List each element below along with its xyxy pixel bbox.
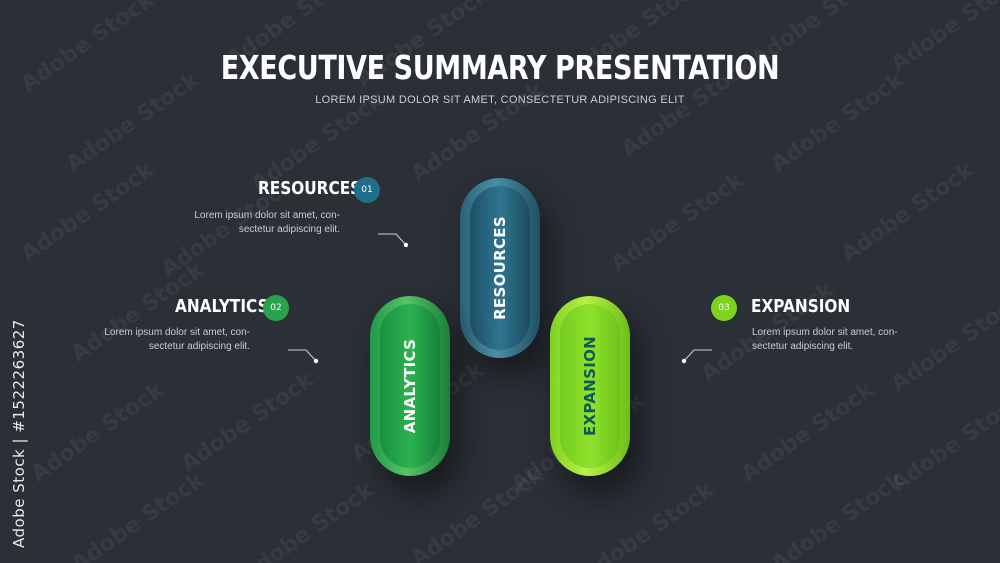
analytics-connector	[288, 349, 319, 364]
expansion-pill: EXPANSION	[550, 296, 630, 476]
resources-description: Lorem ipsum dolor sit amet, con- sectetu…	[140, 209, 340, 237]
resources-title: RESOURCES	[258, 178, 362, 199]
expansion-pill-label: EXPANSION	[581, 336, 600, 436]
analytics-pill: ANALYTICS	[370, 296, 450, 476]
expansion-title: EXPANSION	[751, 296, 851, 317]
watermark-text: Adobe Stock	[176, 367, 319, 478]
analytics-pill-inner	[380, 304, 440, 468]
expansion-desc-line-1: Lorem ipsum dolor sit amet, con-	[752, 327, 898, 338]
page-title: EXECUTIVE SUMMARY PRESENTATION	[220, 48, 780, 87]
expansion-connector	[681, 349, 712, 364]
watermark-text: Adobe Stock	[766, 467, 909, 563]
analytics-number-badge: 02	[263, 295, 289, 321]
stock-id-label: Adobe Stock | #1522263627	[10, 319, 28, 548]
watermark-text: Adobe Stock	[736, 377, 879, 488]
analytics-title: ANALYTICS	[175, 296, 269, 317]
watermark-text: Adobe Stock	[16, 157, 159, 268]
resources-desc-line-1: Lorem ipsum dolor sit amet, con-	[194, 210, 340, 221]
resources-pill: RESOURCES	[460, 178, 540, 358]
analytics-desc-line-2: sectetur adipiscing elit.	[148, 341, 250, 352]
analytics-description: Lorem ipsum dolor sit amet, con- sectetu…	[50, 326, 250, 354]
watermark-text: Adobe Stock	[606, 167, 749, 278]
resources-number-badge: 01	[354, 177, 380, 203]
resources-pill-label: RESOURCES	[491, 216, 509, 320]
watermark-text: Adobe Stock	[26, 377, 169, 488]
watermark-text: Adobe Stock	[66, 467, 209, 563]
expansion-pill-inner	[560, 304, 620, 468]
watermark-text: Adobe Stock	[236, 477, 379, 563]
resources-desc-line-2: sectetur adipiscing elit.	[238, 224, 340, 235]
expansion-number-badge: 03	[711, 295, 737, 321]
watermark-text: Adobe Stock	[576, 477, 719, 563]
page-subtitle: LOREM IPSUM DOLOR SIT AMET, CONSECTETUR …	[315, 94, 685, 106]
analytics-desc-line-1: Lorem ipsum dolor sit amet, con-	[104, 327, 250, 338]
watermark-text: Adobe Stock	[836, 157, 979, 268]
analytics-pill-label: ANALYTICS	[401, 338, 419, 434]
watermark-text: Adobe Stock	[406, 462, 549, 563]
resources-pill-inner	[470, 186, 530, 350]
expansion-desc-line-2: sectetur adipiscing elit.	[752, 341, 854, 352]
resources-connector	[378, 233, 409, 248]
expansion-description: Lorem ipsum dolor sit amet, con- sectetu…	[752, 326, 952, 354]
watermark-text: Adobe Stock	[886, 387, 1000, 498]
